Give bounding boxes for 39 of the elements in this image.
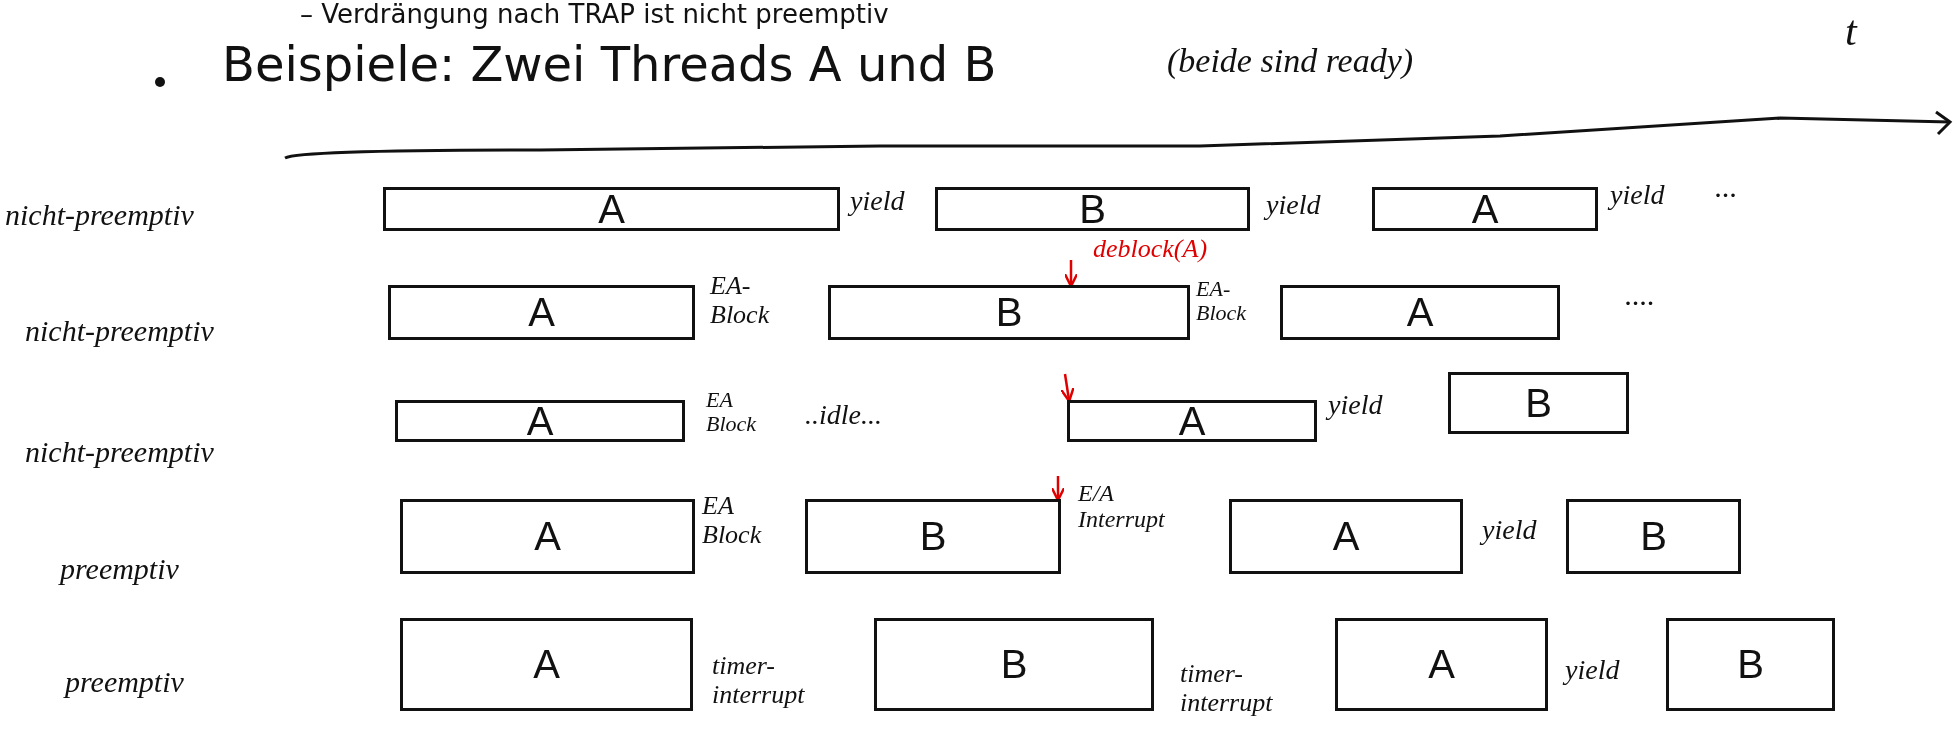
row-label: preemptiv (65, 665, 184, 698)
thread-box: A (400, 618, 693, 711)
row-label: nicht-preemptiv (5, 198, 194, 231)
axis-label: t (1845, 8, 1857, 55)
event-label: EA- Block (1196, 277, 1248, 326)
thread-box: A (400, 499, 695, 574)
ellipsis: .... (1625, 278, 1655, 311)
thread-box: A (1229, 499, 1463, 574)
heading: Beispiele: Zwei Threads A und B (222, 38, 997, 91)
thread-box: A (388, 285, 695, 340)
thread-box: A (1372, 187, 1598, 231)
thread-box: B (935, 187, 1250, 231)
note: (beide sind ready) (1167, 42, 1414, 80)
event-label: E/A Interrupt (1078, 480, 1166, 533)
event-label: EA- Block (710, 272, 771, 330)
thread-box: A (395, 400, 685, 442)
ellipsis: ... (1715, 170, 1738, 203)
arrow (1059, 373, 1075, 403)
thread-box: A (1067, 400, 1317, 442)
thread-box: A (383, 187, 840, 231)
thread-box: B (874, 618, 1154, 711)
event-label: timer- interrupt (712, 652, 806, 710)
event-label: EA Block (706, 388, 758, 437)
thread-box: B (1666, 618, 1835, 711)
idle-label: ..idle... (805, 400, 882, 431)
thread-box: B (805, 499, 1061, 574)
thread-box: B (828, 285, 1190, 340)
row-label: nicht-preemptiv (25, 435, 214, 468)
row-label: nicht-preemptiv (25, 314, 214, 347)
arrow (1063, 260, 1079, 288)
thread-box: B (1566, 499, 1741, 574)
bullet-text: – Verdrängung nach TRAP ist nicht preemptiv (300, 0, 889, 29)
thread-box: A (1280, 285, 1560, 340)
row-label: preemptiv (60, 552, 179, 585)
thread-box: B (1448, 372, 1629, 434)
thread-box: A (1335, 618, 1548, 711)
event-label: EA Block (702, 492, 763, 550)
arrow (1050, 476, 1066, 502)
event-label: timer- interrupt (1180, 660, 1274, 718)
